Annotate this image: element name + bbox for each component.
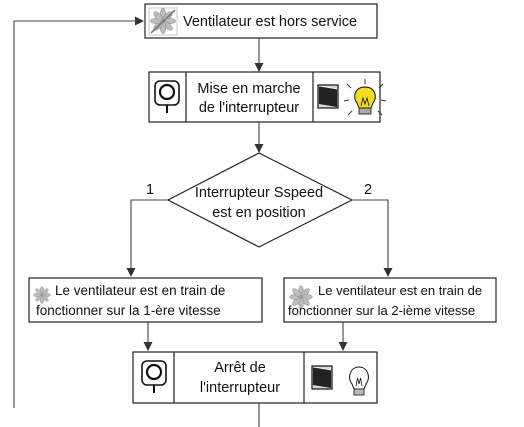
wall-switch-icon [311,365,333,390]
switch-off-node: Arrêt de l'interrupteur [132,351,378,404]
switch-off-text-line1: Arrêt de [214,360,266,376]
fan-icon [33,285,51,305]
speed2-text-line1: Le ventilateur est en train de [318,283,482,298]
switch-on-node: Mise en marche de l'interrupteur [148,71,387,123]
decision-text-line2: est en position [212,205,306,221]
fan-off-icon [148,7,178,36]
connector-branch-2 [352,199,393,277]
branch-label-1: 1 [146,182,154,198]
loop-back-connector [13,16,144,408]
start-node: Ventilateur est hors service [144,3,378,39]
wall-switch-icon [317,84,339,109]
unlit-bulb-icon [349,366,369,396]
speed1-node: Le ventilateur est en train de fonctionn… [28,277,263,323]
branch-label-2: 2 [364,182,372,198]
speed2-node: Le ventilateur est en train de fonctionn… [283,277,497,323]
speed1-text-line1: Le ventilateur est en train de [55,283,225,298]
decision-node: Interrupteur Sspeed est en position [166,152,354,248]
switch-on-text-line2: de l'interrupteur [199,100,299,116]
switch-on-text-line1: Mise en marche [197,81,300,97]
speed1-text-line2: fonctionner sur la 1-ère vitesse [36,303,221,318]
connector-branch-1 [126,199,168,277]
start-node-text: Ventilateur est hors service [183,14,357,30]
speed2-text-line2: fonctionner sur la 2-ième vitesse [288,303,475,318]
decision-text-line1: Interrupteur Sspeed [195,185,323,201]
switch-off-text-line2: l'interrupteur [200,380,280,396]
lit-bulb-icon [343,79,387,116]
